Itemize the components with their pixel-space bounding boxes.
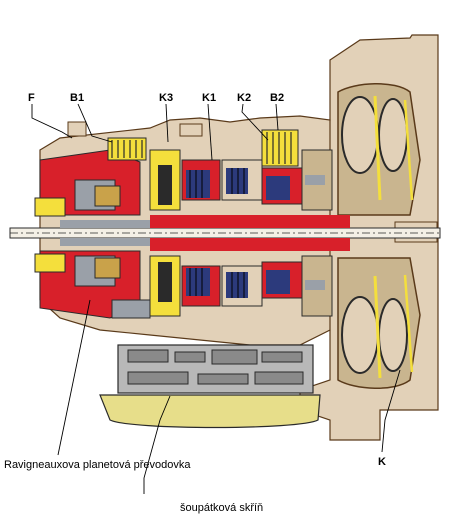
label-b2: B2 <box>270 92 284 104</box>
label-b1: B1 <box>70 92 84 104</box>
valve-body <box>117 344 314 394</box>
label-k3: K3 <box>159 92 173 104</box>
brake-b2 <box>261 129 303 299</box>
main-shaft <box>9 215 441 251</box>
clutch-k3 <box>149 149 181 317</box>
torque-converter <box>337 83 438 389</box>
oil-pan <box>99 394 321 429</box>
label-k: K <box>378 456 386 468</box>
oil-pump-area <box>301 149 333 317</box>
component-labels: F B1 K3 K1 K2 B2 K <box>28 92 386 468</box>
label-f: F <box>28 92 35 104</box>
label-k2: K2 <box>237 92 251 104</box>
label-k1: K1 <box>202 92 216 104</box>
caption-valve-body: šoupátková skříň <box>180 502 263 514</box>
leader-lines <box>31 103 401 494</box>
caption-ravigneaux-planetary: Ravigneauxova planetová převodovka <box>4 459 191 471</box>
clutch-k2 <box>221 159 263 307</box>
brake-b1 <box>107 137 151 319</box>
captions: Ravigneauxova planetová převodovka šoupá… <box>4 459 263 514</box>
clutch-k1 <box>181 159 221 307</box>
